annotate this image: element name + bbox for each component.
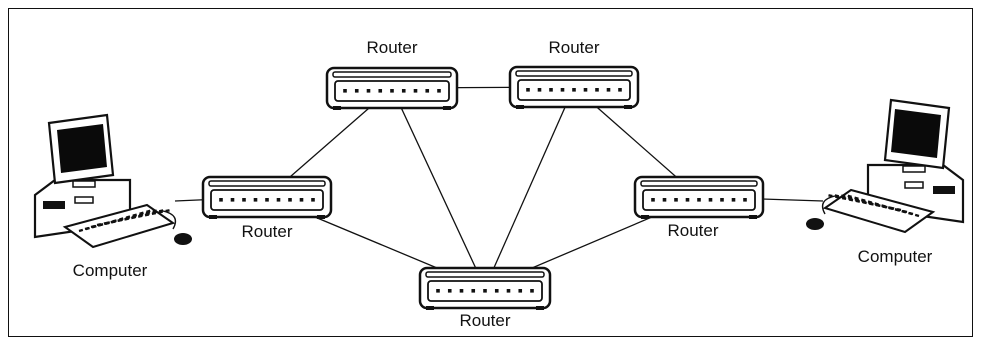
computer-left-label: Computer: [72, 261, 148, 280]
link-router-top-left-to-router-bottom: [391, 87, 486, 289]
router-left-label: Router: [241, 222, 293, 241]
network-devices: [33, 65, 965, 310]
link-router-top-right-to-router-bottom: [484, 86, 575, 289]
router-bottom-label: Router: [459, 311, 511, 330]
router-left-router-icon: [201, 175, 333, 219]
router-top-right-label: Router: [548, 38, 600, 57]
computer-right-computer-icon: [806, 98, 965, 234]
router-top-left-router-icon: [325, 66, 459, 110]
router-bottom-router-icon: [418, 266, 552, 310]
router-top-left-label: Router: [366, 38, 418, 57]
computer-right-label: Computer: [857, 247, 933, 266]
router-right-label: Router: [667, 221, 719, 240]
router-right-router-icon: [633, 175, 765, 219]
computer-left-computer-icon: [33, 113, 192, 249]
router-top-right-router-icon: [508, 65, 640, 109]
